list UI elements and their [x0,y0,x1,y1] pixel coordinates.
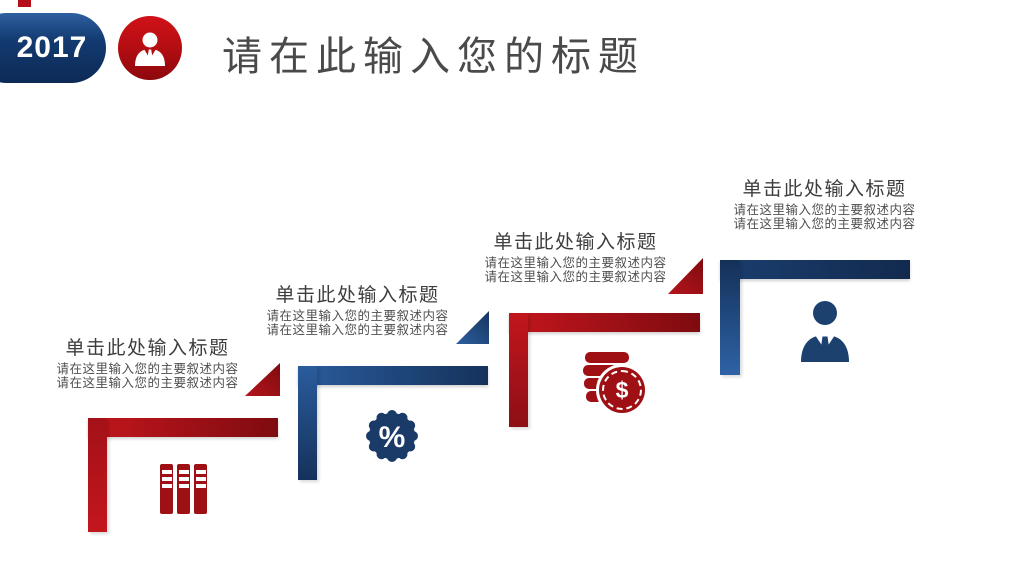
step-2-title: 单击此处输入标题 [275,285,440,306]
step-1-desc-line-1: 请在这里输入您的主要叙述内容 [56,362,239,376]
step-4-title: 单击此处输入标题 [742,179,907,200]
step-4-vertical-bar [720,260,740,375]
book [194,464,207,514]
step-1-vertical-bar [88,418,107,532]
step-1-horizontal-bar [88,418,278,437]
step-3-desc-line-2: 请在这里输入您的主要叙述内容 [484,269,667,284]
step-4-desc-line-2: 请在这里输入您的主要叙述内容 [733,216,916,231]
percent-icon: % [366,410,418,462]
step-2-desc-line-1: 请在这里输入您的主要叙述内容 [266,309,449,323]
year-badge: 2017 [0,13,106,83]
coin-stack-row [583,365,631,376]
step-3-text: 单击此处输入标题 请在这里输入您的主要叙述内容 请在这里输入您的主要叙述内容 [468,232,683,284]
step-3-title: 单击此处输入标题 [493,232,658,253]
dollar-coin-icon: $ [599,367,645,413]
percent-label: % [379,421,406,454]
year-badge-label: 2017 [16,31,88,64]
step-3-desc-line-1: 请在这里输入您的主要叙述内容 [484,256,667,270]
step-4-desc-line-1: 请在这里输入您的主要叙述内容 [733,203,916,217]
step-4-text: 单击此处输入标题 请在这里输入您的主要叙述内容 请在这里输入您的主要叙述内容 [717,179,932,231]
step-3-vertical-bar [509,313,528,427]
step-2-horizontal-bar [298,366,488,385]
coin-stack-row [585,352,629,363]
step-2-vertical-bar [298,366,317,480]
step-1-title: 单击此处输入标题 [65,338,230,359]
avatar-badge [118,16,182,80]
businessperson-icon [135,32,165,66]
step-3-horizontal-bar [509,313,700,332]
coins-icon: $ [583,352,647,413]
step-4-horizontal-bar [720,260,910,279]
step-1-desc-line-2: 请在这里输入您的主要叙述内容 [56,375,239,390]
book [160,464,173,514]
step-2-text: 单击此处输入标题 请在这里输入您的主要叙述内容 请在这里输入您的主要叙述内容 [250,285,465,337]
book [177,464,190,514]
books-icon [160,464,209,514]
step-1-text: 单击此处输入标题 请在这里输入您的主要叙述内容 请在这里输入您的主要叙述内容 [40,338,255,390]
step-2-desc-line-2: 请在这里输入您的主要叙述内容 [266,322,449,337]
dollar-label: $ [615,376,629,403]
person-icon [801,301,849,362]
red-accent-tab [18,0,31,7]
slide-title: 请在此输入您的标题 [222,35,645,79]
